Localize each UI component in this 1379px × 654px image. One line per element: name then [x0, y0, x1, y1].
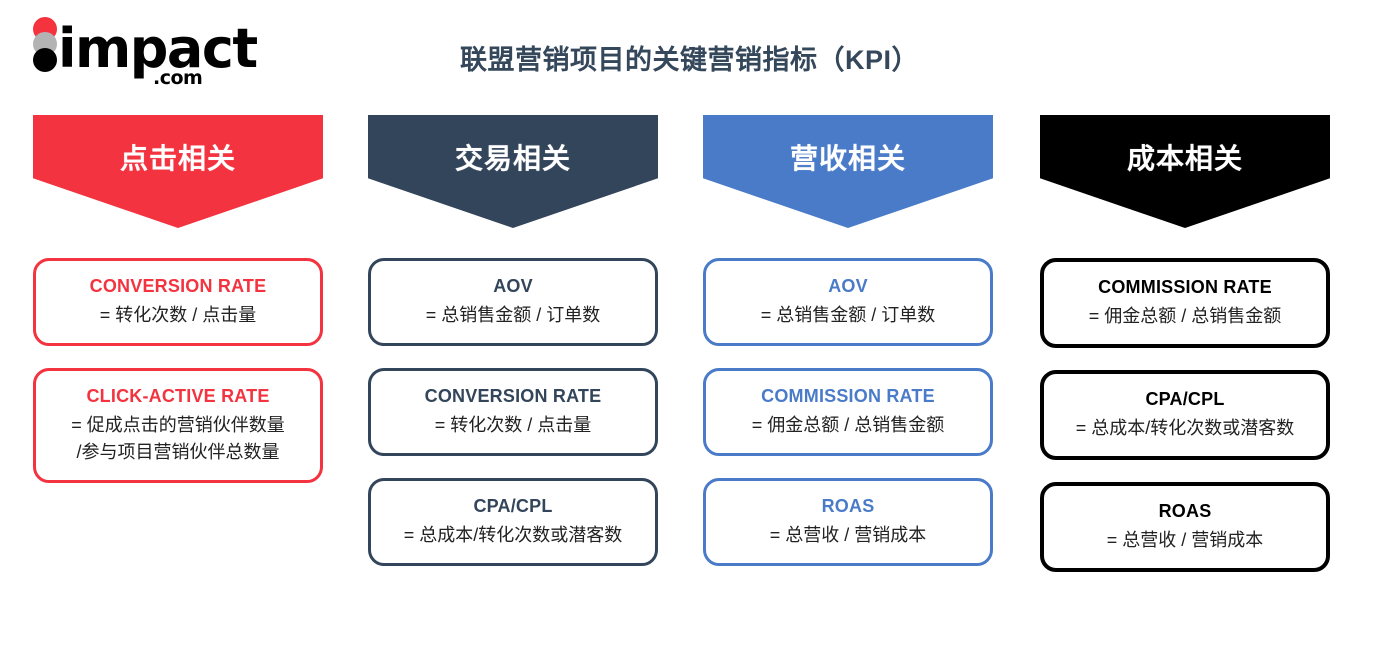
- kpi-card[interactable]: CLICK-ACTIVE RATE = 促成点击的营销伙伴数量 /参与项目营销伙伴…: [33, 368, 323, 483]
- kpi-card-list: COMMISSION RATE = 佣金总额 / 总销售金额 CPA/CPL = 总成…: [1040, 258, 1330, 594]
- kpi-card[interactable]: AOV = 总销售金额 / 订单数: [368, 258, 658, 346]
- logo-tld: .com: [153, 67, 203, 89]
- category-banner-label: 营收相关: [789, 143, 906, 174]
- page-header: impact .com 联盟营销项目的关键营销指标（KPI）: [0, 0, 1379, 108]
- logo-wordmark: impact: [58, 17, 258, 80]
- kpi-card-formula: = 佣金总额 / 总销售金额: [1088, 306, 1282, 326]
- category-banner-click-related: 点击相关: [33, 115, 323, 228]
- kpi-card-title: CLICK-ACTIVE RATE: [86, 386, 270, 406]
- kpi-card-title: COMMISSION RATE: [1098, 277, 1272, 297]
- kpi-card[interactable]: AOV = 总销售金额 / 订单数: [703, 258, 993, 346]
- kpi-card-list: CONVERSION RATE = 转化次数 / 点击量 CLICK-ACTIVE …: [33, 258, 323, 505]
- logo-dot-black-icon: [33, 48, 57, 72]
- category-banner-cost-related: 成本相关: [1040, 115, 1330, 228]
- kpi-card-title: CONVERSION RATE: [89, 276, 267, 296]
- kpi-card-title: COMMISSION RATE: [761, 386, 935, 406]
- kpi-card-title: AOV: [493, 276, 533, 296]
- kpi-card[interactable]: COMMISSION RATE = 佣金总额 / 总销售金额: [1040, 258, 1330, 348]
- kpi-card[interactable]: CONVERSION RATE = 转化次数 / 点击量: [33, 258, 323, 346]
- impact-logo: impact .com: [22, 14, 258, 88]
- kpi-card-title: ROAS: [1158, 501, 1212, 521]
- kpi-card-formula: = 佣金总额 / 总销售金额: [751, 415, 945, 435]
- kpi-card-formula: = 总营收 / 营销成本: [1106, 530, 1264, 550]
- kpi-card-formula: = 转化次数 / 点击量: [434, 415, 592, 435]
- category-banner-revenue-related: 营收相关: [703, 115, 993, 228]
- kpi-card-title: AOV: [828, 276, 868, 296]
- kpi-card[interactable]: CPA/CPL = 总成本/转化次数或潜客数: [1040, 370, 1330, 460]
- kpi-card-title: CPA/CPL: [473, 496, 553, 516]
- kpi-card-list: AOV = 总销售金额 / 订单数 CONVERSION RATE = 转化次数 / …: [368, 258, 658, 588]
- kpi-card-formula: = 总营收 / 营销成本: [769, 525, 927, 545]
- category-banner-label: 成本相关: [1126, 143, 1243, 174]
- kpi-card-formula: = 总成本/转化次数或潜客数: [1075, 418, 1295, 438]
- kpi-card[interactable]: CONVERSION RATE = 转化次数 / 点击量: [368, 368, 658, 456]
- kpi-card[interactable]: ROAS = 总营收 / 营销成本: [703, 478, 993, 566]
- kpi-card[interactable]: COMMISSION RATE = 佣金总额 / 总销售金额: [703, 368, 993, 456]
- kpi-card[interactable]: CPA/CPL = 总成本/转化次数或潜客数: [368, 478, 658, 566]
- kpi-card-formula: = 总成本/转化次数或潜客数: [403, 525, 623, 545]
- kpi-card-title: ROAS: [821, 496, 875, 516]
- logo-dots-icon: [30, 17, 60, 79]
- kpi-card-list: AOV = 总销售金额 / 订单数 COMMISSION RATE = 佣金总额 / …: [703, 258, 993, 588]
- kpi-card-title: CONVERSION RATE: [424, 386, 602, 406]
- category-banner-transaction-related: 交易相关: [368, 115, 658, 228]
- kpi-card-formula: = 转化次数 / 点击量: [99, 305, 257, 325]
- kpi-card[interactable]: ROAS = 总营收 / 营销成本: [1040, 482, 1330, 572]
- kpi-card-formula: = 促成点击的营销伙伴数量 /参与项目营销伙伴总数量: [71, 415, 285, 462]
- category-banner-label: 交易相关: [454, 143, 571, 174]
- kpi-card-formula: = 总销售金额 / 订单数: [760, 305, 936, 325]
- category-banner-label: 点击相关: [119, 143, 236, 174]
- kpi-card-formula: = 总销售金额 / 订单数: [425, 305, 601, 325]
- page-title: 联盟营销项目的关键营销指标（KPI）: [459, 45, 919, 75]
- kpi-card-title: CPA/CPL: [1145, 389, 1225, 409]
